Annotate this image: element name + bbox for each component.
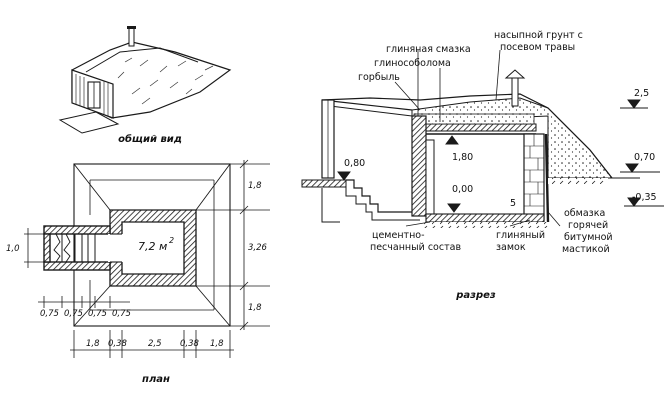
label-clay-lock-1: глиняный — [496, 230, 545, 241]
label-clay-straw: глинособолома — [374, 58, 451, 69]
plan-area-sup: 2 — [169, 236, 174, 245]
plan-dim-right-2: 3,26 — [248, 243, 268, 253]
elev-right-low: -0,35 — [632, 192, 657, 203]
plan-dim-right-1: 1,8 — [248, 181, 262, 191]
label-bitumen-1: обмазка — [564, 208, 605, 219]
section-elevation-top — [620, 99, 648, 109]
plan-drawing — [43, 163, 231, 327]
plan-dim-bottom-5: 1,8 — [210, 339, 224, 349]
elev-floor: 0,00 — [452, 184, 473, 195]
section-drawing — [301, 69, 640, 228]
section-elevation-right-low — [624, 197, 664, 207]
plan-dim-bottom-2: 0,38 — [108, 339, 128, 349]
label-cement-1: цементно- — [372, 230, 425, 241]
section-elevation-right-high — [620, 163, 660, 173]
label-bitumen-4: мастикой — [562, 244, 610, 255]
label-clay-coating: глиняная смазка — [386, 44, 471, 55]
caption-plan: план — [142, 374, 170, 385]
wall-mark: 5 — [510, 198, 516, 209]
plan-dim-bottom-4: 0,38 — [180, 339, 200, 349]
plan-dim-left-value: 1,0 — [6, 244, 20, 254]
plan-dim-step-1: 0,75 — [40, 309, 59, 319]
plan-dim-right-3: 1,8 — [248, 303, 262, 313]
label-slab: горбыль — [358, 72, 400, 83]
elev-right-high: 0,70 — [634, 152, 655, 163]
elev-ceiling: 1,80 — [452, 152, 473, 163]
label-bitumen-2: горячей — [568, 220, 608, 231]
plan-dims-steps — [38, 296, 130, 308]
plan-dim-left — [24, 228, 44, 268]
plan-dim-step-3: 0,75 — [88, 309, 107, 319]
plan-dim-bottom-3: 2,5 — [148, 339, 162, 349]
label-clay-lock-2: замок — [496, 242, 526, 253]
general-view-sketch — [58, 26, 232, 134]
plan-dim-step-2: 0,75 — [64, 309, 83, 319]
label-fill-soil-2: посевом травы — [500, 42, 575, 53]
section-elevation-floor — [447, 203, 461, 213]
plan-area-label: 7,2 м — [138, 240, 167, 253]
caption-section: разрез — [455, 290, 496, 301]
plan-dims-right — [196, 159, 270, 331]
caption-general-view: общий вид — [118, 133, 182, 145]
label-fill-soil-1: насыпной грунт с — [494, 30, 583, 41]
label-cement-2: песчанный состав — [370, 242, 461, 253]
section-elevation-ceiling — [445, 135, 459, 145]
section-leaders — [394, 49, 561, 227]
section-elevation-entry — [337, 171, 351, 181]
plan-dim-bottom-1: 1,8 — [86, 339, 100, 349]
plan-dim-step-4: 0,75 — [112, 309, 131, 319]
plan-dims-bottom — [70, 330, 234, 358]
elev-top: 2,5 — [634, 88, 649, 99]
elev-entry: 0,80 — [344, 158, 365, 169]
label-bitumen-3: битумной — [564, 232, 613, 243]
